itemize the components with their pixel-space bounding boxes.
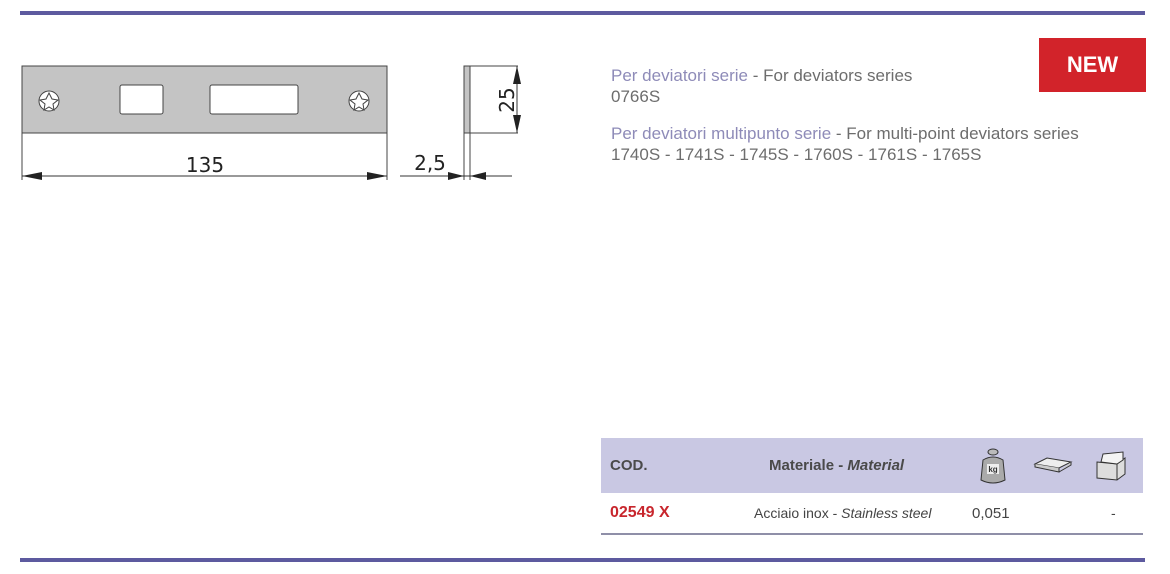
new-badge: NEW [1039, 38, 1146, 92]
product-code: 02549 X [610, 504, 670, 521]
header-material: Materiale - Material [769, 457, 905, 474]
package-flat-icon [1033, 457, 1073, 473]
pack-cell: - [1111, 505, 1116, 521]
header-cod: COD. [610, 457, 648, 474]
slot-small [119, 84, 164, 115]
table-row: 02549 X Acciaio inox - Stainless steel 0… [601, 493, 1143, 535]
box-icon [1096, 451, 1126, 481]
weight-cell: 0,051 [972, 504, 1010, 522]
dim-height: 25 [495, 87, 519, 112]
bottom-rule [20, 558, 1145, 562]
svg-text:kg: kg [988, 465, 997, 474]
weight-icon: kg [980, 448, 1006, 484]
slot-large [209, 84, 299, 115]
dim-thickness: 2,5 [414, 151, 446, 175]
material-cell: Acciaio inox - Stainless steel [754, 505, 932, 521]
plate-front [21, 65, 388, 134]
description-2: Per deviatori multipunto serie - For mul… [611, 124, 1079, 164]
table-header: COD. Materiale - Material kg [601, 438, 1143, 493]
screw-hole-icon [38, 90, 370, 112]
dim-length: 135 [186, 153, 224, 177]
technical-drawing: 135 2,5 25 [21, 65, 521, 180]
plate-side [463, 65, 471, 134]
top-rule [20, 11, 1145, 15]
description-1: Per deviatori serie - For deviators seri… [611, 66, 913, 106]
